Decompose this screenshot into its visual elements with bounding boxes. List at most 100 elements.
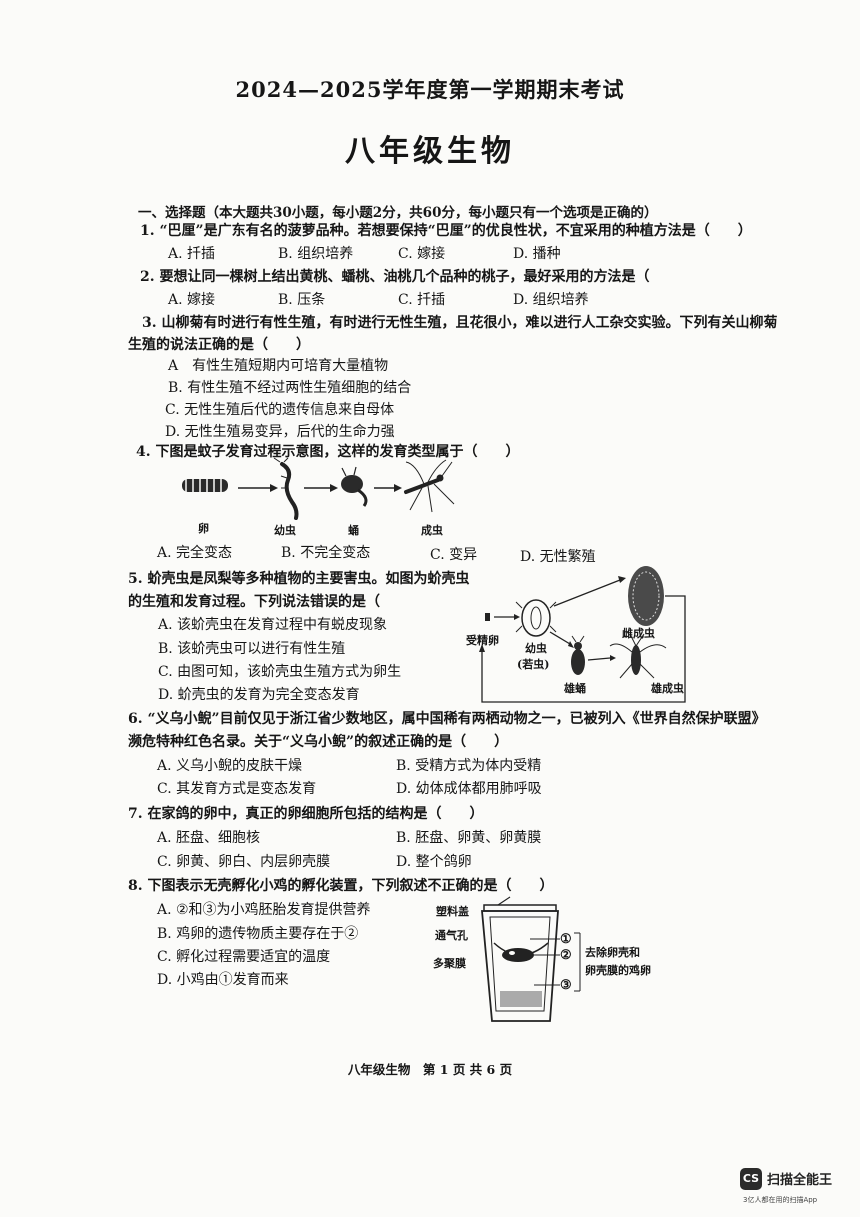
egg-yolk-drawing — [502, 948, 534, 962]
question-4-stem: 4. 下图是蚊子发育过程示意图，这样的发育类型属于（ ） — [136, 444, 520, 460]
fig8-label-lid: 塑料盖 — [436, 905, 469, 918]
fig8-label-2: ② — [560, 948, 572, 963]
fig5-label-nymph: 幼虫 — [525, 642, 547, 655]
arrowhead-5 — [479, 644, 485, 652]
mosquito-pupa-drawing — [341, 466, 368, 507]
question-5-option-a: A. 该蚧壳虫在发育过程中有蜕皮现象 — [158, 617, 388, 633]
question-4-option-b: B. 不完全变态 — [281, 545, 371, 561]
question-1-option-a: A. 扦插 — [168, 246, 216, 262]
question-1-option-c: C. 嫁接 — [398, 246, 446, 262]
question-5-option-b: B. 该蚧壳虫可以进行有性生殖 — [158, 641, 346, 657]
question-5-stem-cont: 的生殖和发育过程。下列说法错误的是（ — [128, 594, 380, 610]
fig5-label-fertilized-egg: 受精卵 — [466, 634, 499, 647]
question-6-stem: 6. “义乌小鲵”目前仅见于浙江省少数地区，属中国稀有两栖动物之一，已被列入《世… — [128, 711, 766, 727]
arrow-pupa-to-male — [587, 657, 611, 661]
question-4-option-c: C. 变异 — [430, 547, 478, 563]
question-1-option-d: D. 播种 — [513, 246, 561, 262]
question-3-option-d: D. 无性生殖易变异，后代的生命力强 — [165, 424, 395, 440]
question-4-option-a: A. 完全变态 — [157, 545, 233, 561]
exam-title: 2024—2025学年度第一学期期末考试 — [235, 77, 625, 102]
question-8-option-d: D. 小鸡由①发育而来 — [157, 972, 289, 988]
water-layer-drawing — [500, 991, 542, 1007]
mosquito-lifecycle-figure — [182, 457, 455, 520]
question-2-stem: 2. 要想让同一棵树上结出黄桃、蟠桃、油桃几个品种的桃子，最好采用的方法是（ — [140, 269, 650, 285]
question-8-option-b: B. 鸡卵的遗传物质主要存在于② — [157, 926, 359, 942]
question-2-option-c: C. 扦插 — [398, 292, 446, 308]
question-1-option-b: B. 组织培养 — [278, 246, 354, 262]
fig8-label-egg-desc-2: 卵壳膜的鸡卵 — [585, 964, 651, 977]
male-adult-drawing — [609, 633, 667, 679]
mosquito-adult-drawing — [404, 459, 455, 513]
camscanner-logo: CS — [740, 1168, 762, 1190]
fig5-label-female-adult: 雌成虫 — [622, 627, 655, 640]
question-3-option-a: A 有性生殖短期内可培育大量植物 — [168, 358, 389, 374]
question-1-stem: 1. “巴厘”是广东有名的菠萝品种。若想要保持“巴厘”的优良性状，不宜采用的种植… — [140, 223, 752, 239]
fig8-label-3: ③ — [560, 978, 572, 993]
question-7-option-c: C. 卵黄、卵白、内层卵壳膜 — [157, 854, 331, 870]
fig4-label-egg: 卵 — [198, 522, 209, 535]
embryo-disc-drawing — [509, 951, 515, 955]
question-8-option-a: A. ②和③为小鸡胚胎发育提供营养 — [157, 902, 371, 918]
question-5-stem: 5. 蚧壳虫是凤梨等多种植物的主要害虫。如图为蚧壳虫 — [128, 571, 470, 587]
question-8-option-c: C. 孵化过程需要适宜的温度 — [157, 949, 331, 965]
fig4-label-adult: 成虫 — [421, 524, 443, 537]
arrowhead-2 — [618, 576, 626, 583]
arrow-3 — [374, 484, 402, 492]
fig4-label-larva: 幼虫 — [274, 524, 296, 537]
question-6-option-c: C. 其发育方式是变态发育 — [157, 781, 317, 797]
arrow-1 — [238, 484, 278, 492]
scale-insect-lifecycle-figure — [479, 566, 686, 703]
fig8-label-1: ① — [560, 932, 572, 947]
question-6-option-a: A. 义乌小鲵的皮肤干燥 — [157, 758, 303, 774]
question-5-option-d: D. 蚧壳虫的发育为完全变态发育 — [158, 687, 360, 703]
fig4-label-pupa: 蛹 — [348, 524, 359, 537]
question-3-stem-cont: 生殖的说法正确的是（ ） — [128, 337, 310, 353]
fig8-label-film: 多聚膜 — [433, 957, 466, 970]
arrowhead-3 — [568, 641, 574, 648]
male-pupa-drawing — [571, 635, 585, 675]
question-6-option-b: B. 受精方式为体内受精 — [396, 758, 542, 774]
camscanner-name: 扫描全能王 — [767, 1173, 833, 1188]
question-8-stem: 8. 下图表示无壳孵化小鸡的孵化装置，下列叙述不正确的是（ ） — [128, 878, 554, 894]
cycle-return-line — [481, 595, 686, 703]
arrowhead-4 — [610, 655, 616, 661]
camscanner-tagline: 3亿人都在用的扫描App — [743, 1196, 818, 1204]
question-4-option-d: D. 无性繁殖 — [520, 549, 596, 565]
fig8-label-egg-desc-1: 去除卵壳和 — [585, 946, 640, 959]
question-6-option-d: D. 幼体成体都用肺呼吸 — [396, 781, 542, 797]
inner-cup-drawing — [489, 916, 551, 1012]
question-2-option-d: D. 组织培养 — [513, 292, 589, 308]
page-footer: 八年级生物 第 1 页 共 6 页 — [347, 1062, 513, 1077]
question-7-option-d: D. 整个鸽卵 — [396, 854, 472, 870]
female-adult-drawing — [628, 566, 664, 626]
lid-tab — [497, 896, 511, 906]
question-6-stem-cont: 濒危特种红色名录。关于“义乌小鲵”的叙述正确的是（ ） — [128, 734, 509, 750]
arrowhead-1 — [514, 614, 520, 620]
subject-title: 八年级生物 — [345, 134, 515, 169]
arrow-2 — [304, 484, 338, 492]
nymph-drawing — [515, 599, 557, 637]
incubator-figure — [481, 896, 581, 1022]
question-7-option-b: B. 胚盘、卵黄、卵黄膜 — [396, 830, 542, 846]
arrow-nymph-to-female — [553, 579, 621, 607]
arrow-nymph-to-male-pupa — [549, 631, 571, 645]
mosquito-larva-drawing — [273, 457, 299, 520]
fig5-label-male-adult: 雄成虫 — [651, 682, 684, 695]
question-3-option-b: B. 有性生殖不经过两性生殖细胞的结合 — [168, 380, 412, 396]
question-7-option-a: A. 胚盘、细胞核 — [157, 830, 261, 846]
fertilized-egg-drawing — [485, 613, 490, 621]
fig5-label-male-pupa: 雄蛹 — [564, 682, 586, 695]
mosquito-egg-drawing — [182, 479, 228, 492]
question-2-option-b: B. 压条 — [278, 292, 326, 308]
question-2-option-a: A. 嫁接 — [168, 292, 216, 308]
fig8-label-air-hole: 通气孔 — [435, 929, 468, 942]
fig5-label-nymph-alt: (若虫) — [517, 658, 550, 671]
plastic-lid-drawing — [483, 904, 557, 912]
question-3-stem: 3. 山柳菊有时进行有性生殖，有时进行无性生殖，且花很小，难以进行人工杂交实验。… — [142, 315, 778, 331]
question-7-stem: 7. 在家鸽的卵中，真正的卵细胞所包括的结构是（ ） — [128, 806, 484, 822]
section-heading: 一、选择题（本大题共30小题，每小题2分，共60分，每小题只有一个选项是正确的） — [138, 205, 658, 221]
question-5-option-c: C. 由图可知，该蚧壳虫生殖方式为卵生 — [158, 664, 402, 680]
question-3-option-c: C. 无性生殖后代的遗传信息来自母体 — [165, 402, 395, 418]
cup-drawing — [481, 910, 559, 1022]
